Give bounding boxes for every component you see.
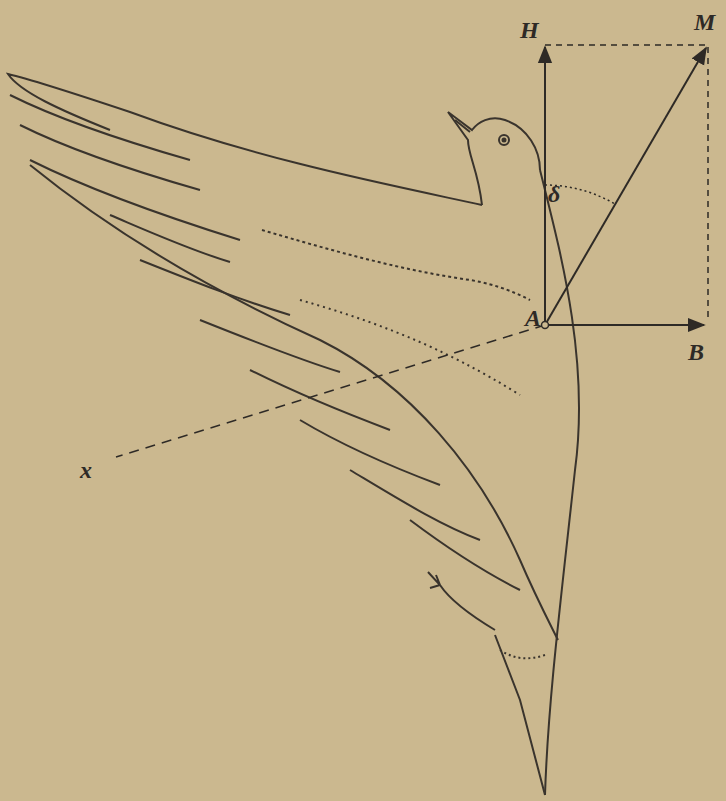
- axis-label: x: [80, 458, 92, 482]
- vector-construction: [116, 45, 708, 457]
- point-a: [542, 322, 549, 329]
- bird-drawing: [8, 74, 579, 795]
- dashed-rectangle: [545, 45, 708, 322]
- vertical-vector: [544, 47, 546, 325]
- point-label: H: [520, 18, 539, 42]
- point-label: B: [688, 340, 704, 364]
- angle-label: δ: [548, 182, 560, 206]
- dashed-axis: [116, 325, 545, 457]
- horizontal-vector: [545, 324, 704, 326]
- point-label: M: [694, 10, 715, 34]
- point-label: A: [525, 306, 541, 330]
- resultant-vector: [545, 48, 706, 325]
